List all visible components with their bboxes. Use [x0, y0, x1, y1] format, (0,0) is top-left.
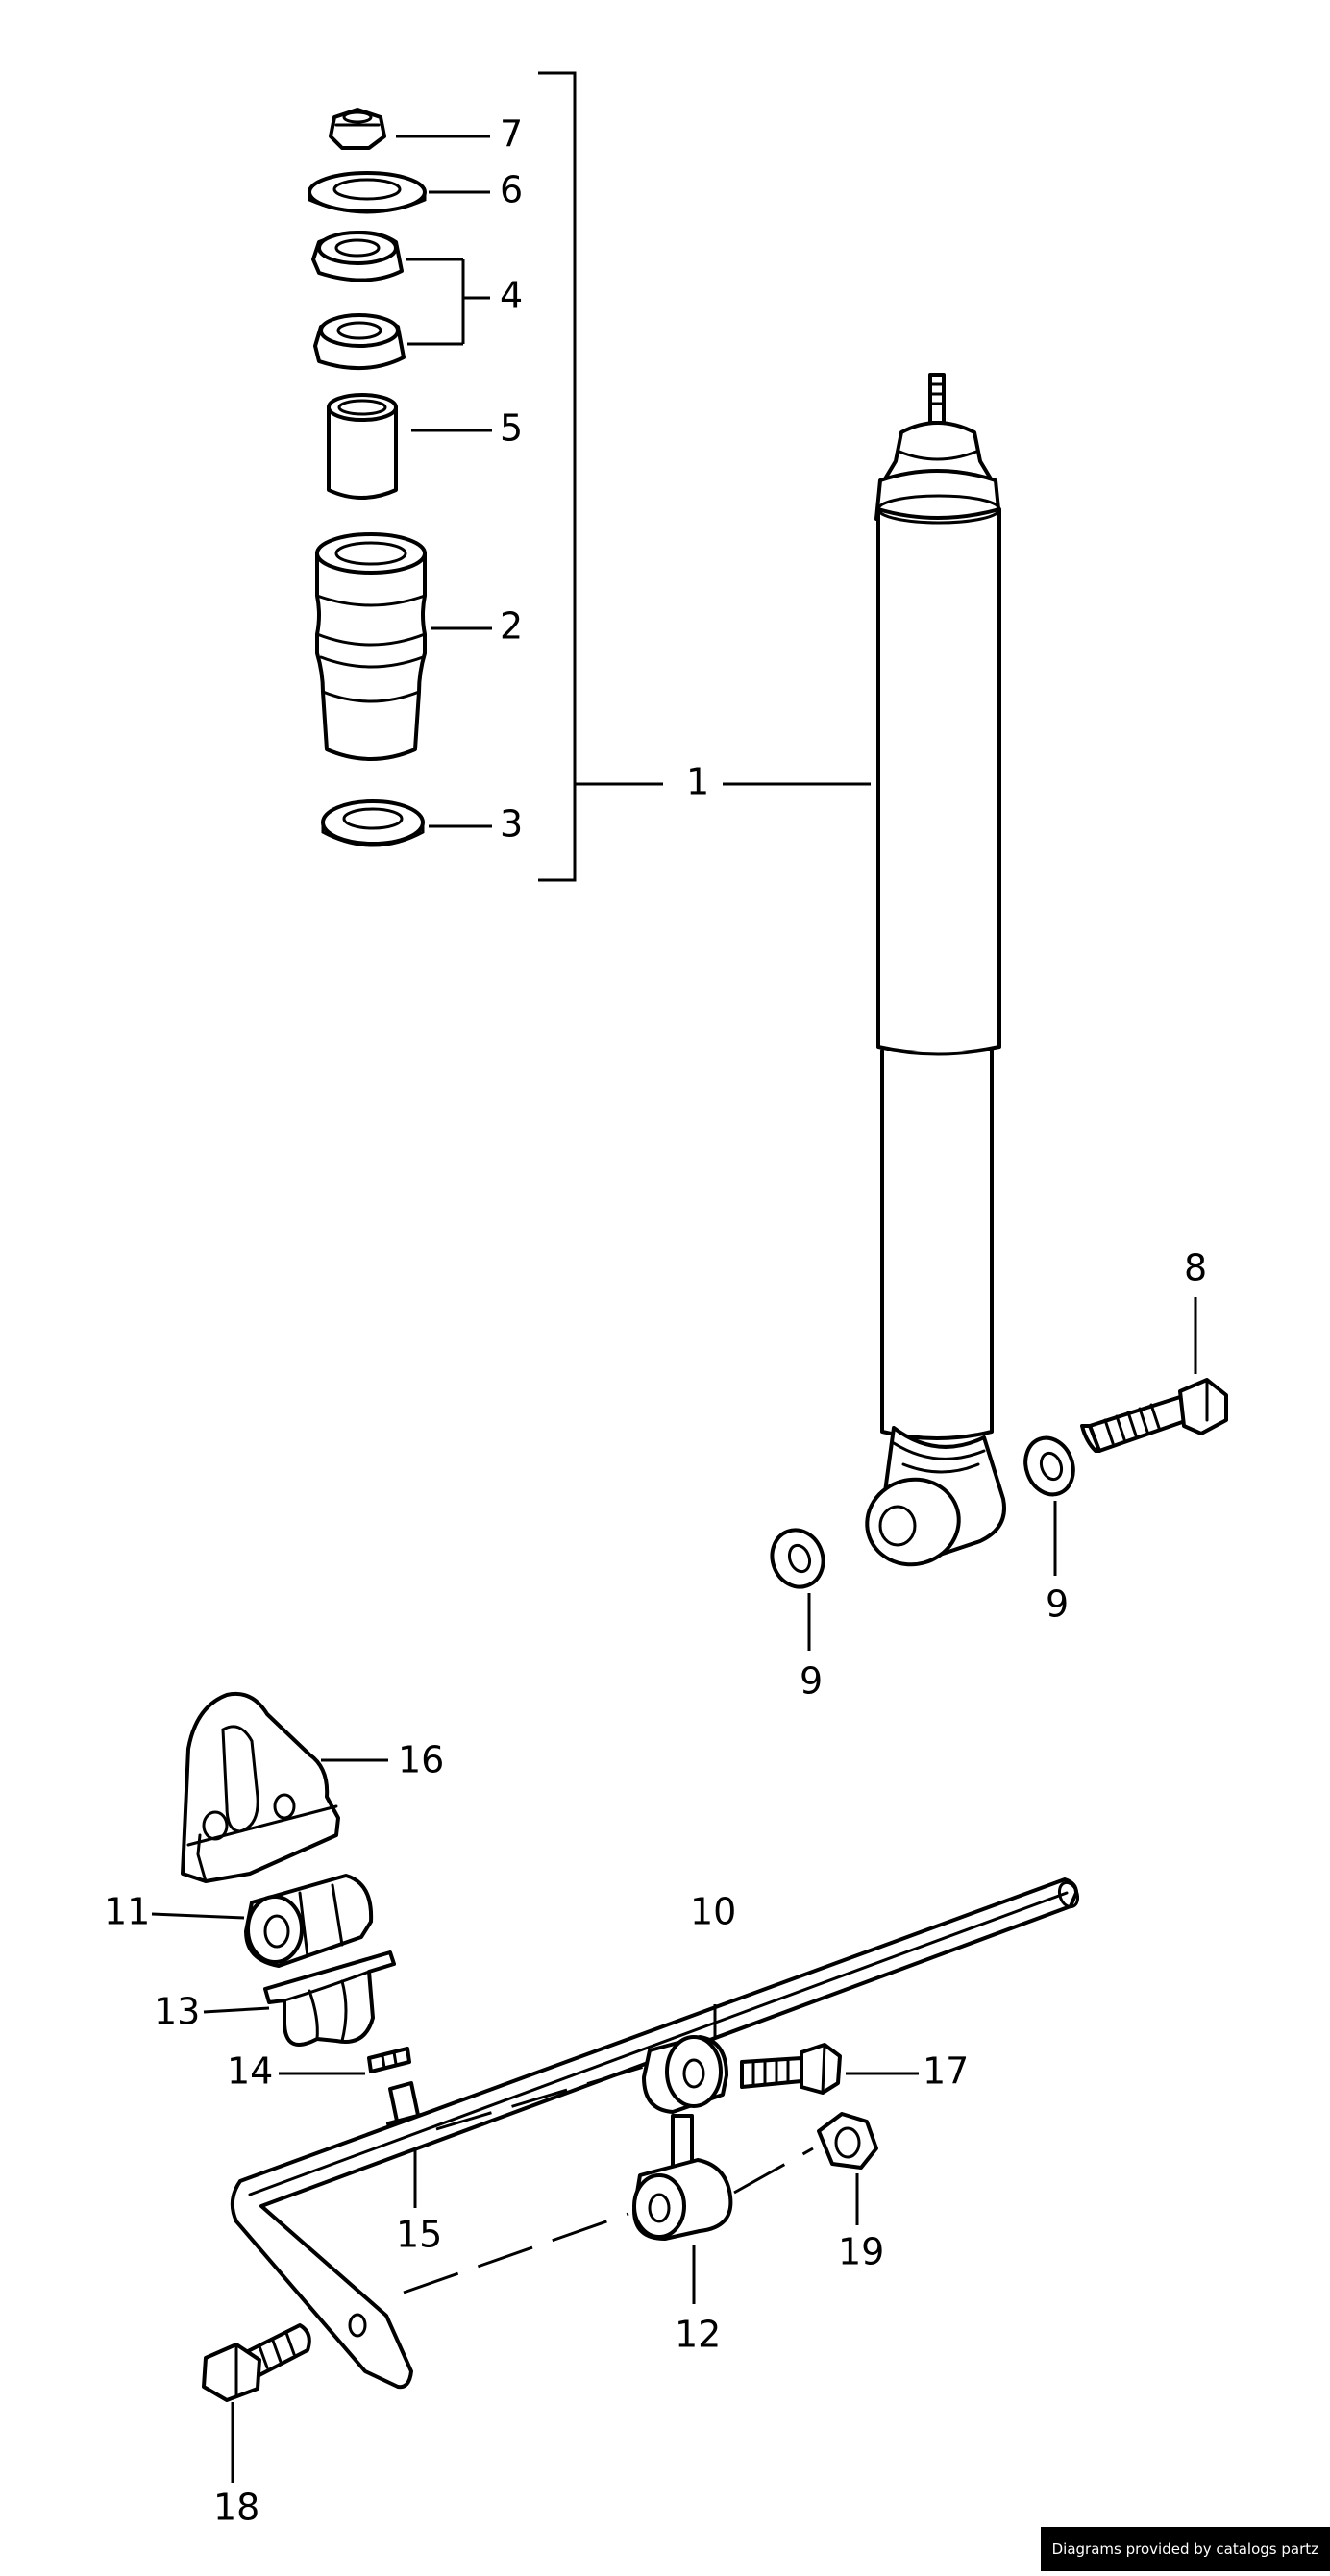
part-9-washer-left [770, 1528, 825, 1589]
callout-2: 2 [500, 605, 523, 648]
callout-8: 8 [1184, 1247, 1207, 1289]
callout-labels: 7 6 4 5 2 3 1 8 9 9 16 11 10 13 14 17 15… [104, 113, 1207, 2529]
callout-19: 19 [838, 2231, 884, 2273]
callout-6: 6 [500, 169, 523, 211]
part-9-washer-right [1023, 1435, 1075, 1497]
callout-10: 10 [690, 1891, 736, 1933]
callout-15: 15 [396, 2214, 442, 2256]
callout-1: 1 [686, 761, 709, 803]
part-8-bolt [1080, 1378, 1228, 1453]
part-14-key [367, 2047, 411, 2073]
leader-lines [151, 135, 1197, 2483]
credit-badge: Diagrams provided by catalogs partz [1040, 2527, 1330, 2571]
part-18-bolt [202, 2323, 311, 2402]
callout-3: 3 [500, 803, 523, 846]
part-1-shock-absorber [865, 373, 1006, 1567]
callout-13: 13 [154, 1991, 200, 2033]
callout-4: 4 [500, 275, 523, 317]
callout-17: 17 [923, 2050, 969, 2093]
part-3-washer [321, 799, 425, 847]
part-11-bushing [244, 1874, 374, 1968]
part-5-sleeve [327, 393, 398, 500]
part-2-bump-stop [315, 532, 427, 761]
callout-16: 16 [398, 1739, 444, 1781]
callout-7: 7 [500, 113, 523, 156]
part-13-clamp [263, 1950, 396, 2047]
assembly-bracket [538, 71, 663, 882]
callout-9-right: 9 [1046, 1583, 1069, 1626]
callout-9-left: 9 [800, 1660, 823, 1703]
part-4-bushing-lower [313, 313, 406, 371]
part-4-bushing-upper [311, 231, 404, 282]
part-17-bolt [740, 2043, 842, 2095]
part-7-nut [329, 108, 386, 150]
callout-11: 11 [104, 1891, 150, 1933]
callout-18: 18 [213, 2487, 259, 2529]
part-6-washer [308, 171, 427, 214]
part-16-bracket [181, 1692, 340, 1883]
part-19-nut [817, 2112, 878, 2170]
callout-12: 12 [675, 2314, 721, 2356]
part-12-link [632, 2035, 733, 2241]
callout-14: 14 [227, 2050, 273, 2093]
part-10-stabilizer-bar [230, 1877, 1080, 2390]
callout-5: 5 [500, 407, 523, 450]
